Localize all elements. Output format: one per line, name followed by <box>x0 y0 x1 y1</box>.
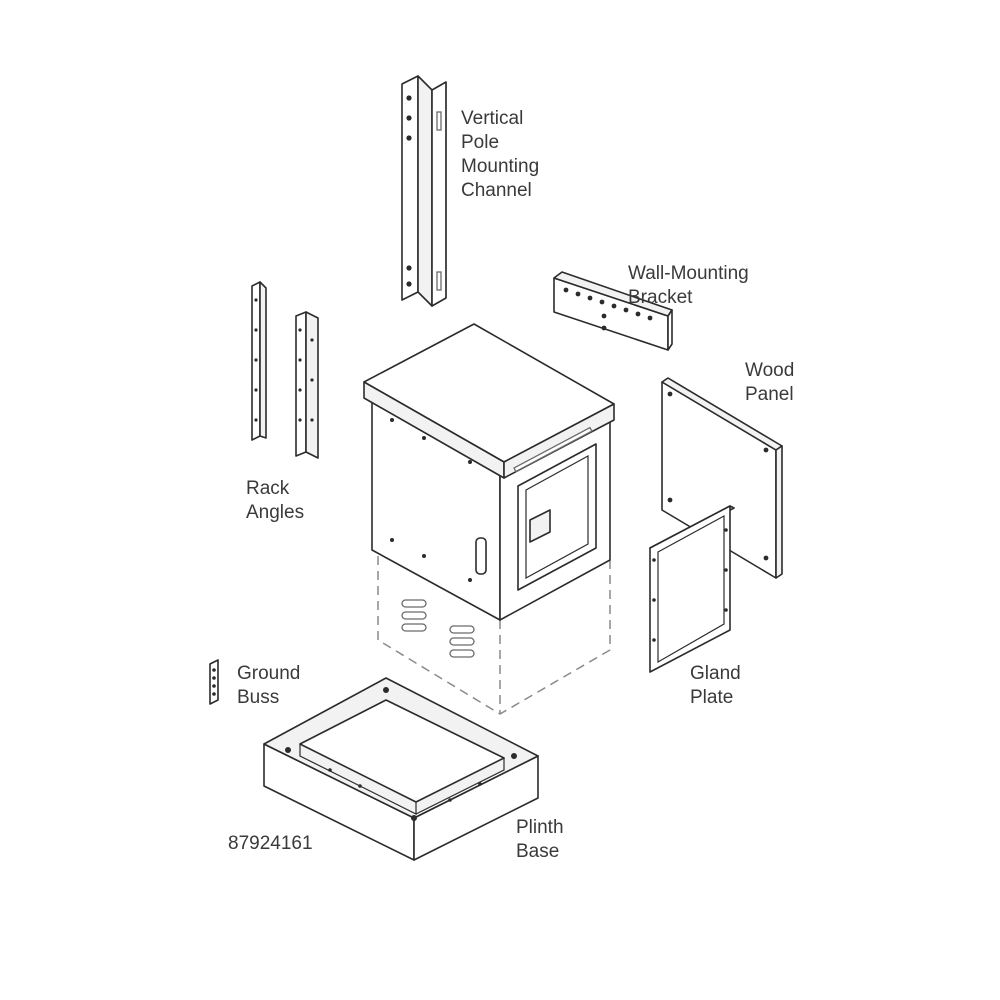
plinth-base <box>263 677 539 861</box>
part-number-label: 87924161 <box>228 833 313 854</box>
enclosure-cabinet <box>363 323 615 621</box>
door-handle <box>475 537 487 575</box>
ground-buss <box>209 659 219 705</box>
vertical-pole-mounting-channel-label: Vertical Pole Mounting Channel <box>461 108 540 201</box>
rack-angles-label: Rack Angles <box>246 478 305 523</box>
plinth-base-label: Plinth Base <box>516 817 564 862</box>
wood-panel <box>661 377 783 579</box>
wall-mounting-bracket-label: Wall-Mounting Bracket <box>628 263 749 308</box>
wall-mounting-bracket <box>553 271 673 351</box>
lower-section-dashed-outline <box>377 556 611 715</box>
rack-angles <box>251 281 319 459</box>
vertical-pole-mounting-channel <box>401 75 447 307</box>
gland-plate-label: Gland Plate <box>690 663 741 708</box>
gland-plate <box>649 505 735 673</box>
wood-panel-label: Wood Panel <box>745 360 795 405</box>
ground-buss-label: Ground Buss <box>237 663 301 708</box>
vent-louvres <box>401 599 475 658</box>
door-window <box>517 443 597 591</box>
